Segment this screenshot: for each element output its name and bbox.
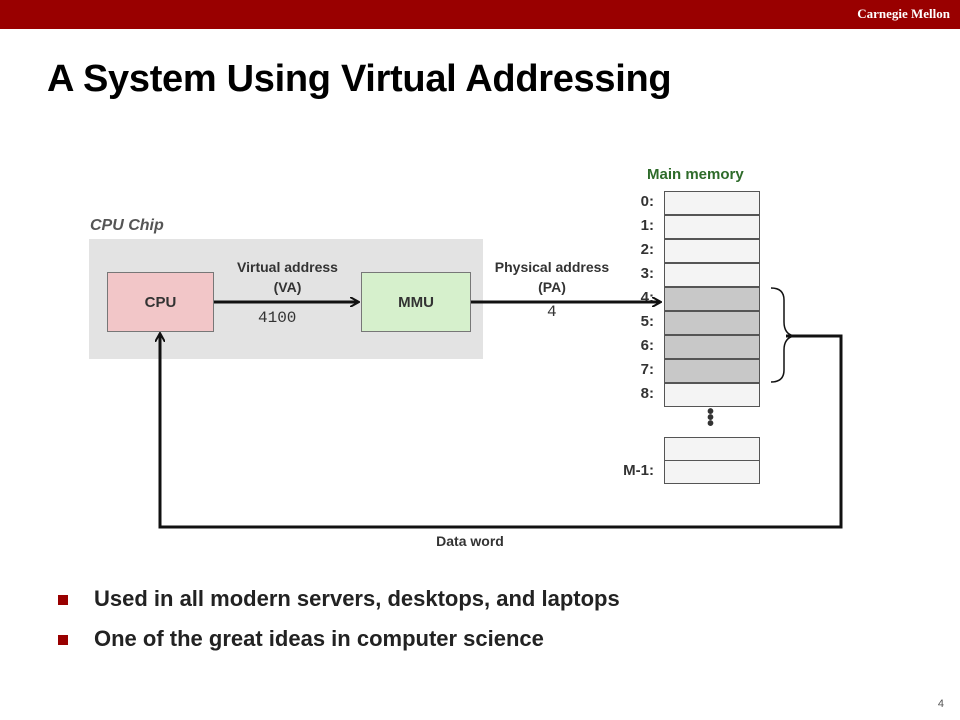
slide-title: A System Using Virtual Addressing <box>47 58 672 100</box>
memory-address-label: 0: <box>640 193 654 210</box>
bullet-list: Used in all modern servers, desktops, an… <box>58 584 620 664</box>
memory-address-label: 6: <box>640 337 654 354</box>
mmu-box: MMU <box>361 272 471 332</box>
memory-address-label: 8: <box>640 385 654 402</box>
memory-cell-highlighted <box>664 359 760 383</box>
memory-cell-m-1 <box>664 460 760 484</box>
memory-address-label: 2: <box>640 241 654 258</box>
cpu-box: CPU <box>107 272 214 332</box>
memory-cell-highlighted <box>664 287 760 311</box>
memory-cell <box>664 383 760 407</box>
page-number: 4 <box>937 698 944 710</box>
bullet-item: One of the great ideas in computer scien… <box>58 624 620 664</box>
bullet-square-icon <box>58 595 68 605</box>
cpu-chip-label: CPU Chip <box>90 217 164 234</box>
memory-cell-highlighted <box>664 311 760 335</box>
memory-cell <box>664 263 760 287</box>
bullet-square-icon <box>58 635 68 645</box>
pa-label-line1: Physical address <box>494 259 610 275</box>
memory-address-label: 1: <box>640 217 654 234</box>
memory-cell-highlighted <box>664 335 760 359</box>
memory-address-last: M-1: <box>623 462 654 479</box>
memory-cell <box>664 191 760 215</box>
cpu-label: CPU <box>144 293 177 311</box>
data-word-label: Data word <box>436 533 504 549</box>
memory-cell <box>664 215 760 239</box>
main-memory-title: Main memory <box>647 166 744 183</box>
memory-cell <box>664 239 760 263</box>
memory-ellipsis: • • • <box>707 401 715 435</box>
data-word-path <box>160 334 843 529</box>
va-label-line2: (VA) <box>273 279 302 295</box>
va-label-line1: Virtual address <box>237 259 338 275</box>
memory-address-label: 7: <box>640 361 654 378</box>
mmu-label: MMU <box>398 293 434 311</box>
virtual-address-value: 4100 <box>258 309 297 327</box>
bullet-item: Used in all modern servers, desktops, an… <box>58 584 620 624</box>
header-bar: Carnegie Mellon <box>0 0 960 29</box>
physical-address-value: 4 <box>547 303 557 321</box>
brand-name: Carnegie Mellon <box>857 6 950 21</box>
pa-label-line2: (PA) <box>538 279 566 295</box>
physical-address-label: Physical address (PA) <box>478 257 626 297</box>
memory-address-label: 3: <box>640 265 654 282</box>
memory-address-label: 5: <box>640 313 654 330</box>
virtual-address-label: Virtual address (VA) <box>214 257 361 297</box>
